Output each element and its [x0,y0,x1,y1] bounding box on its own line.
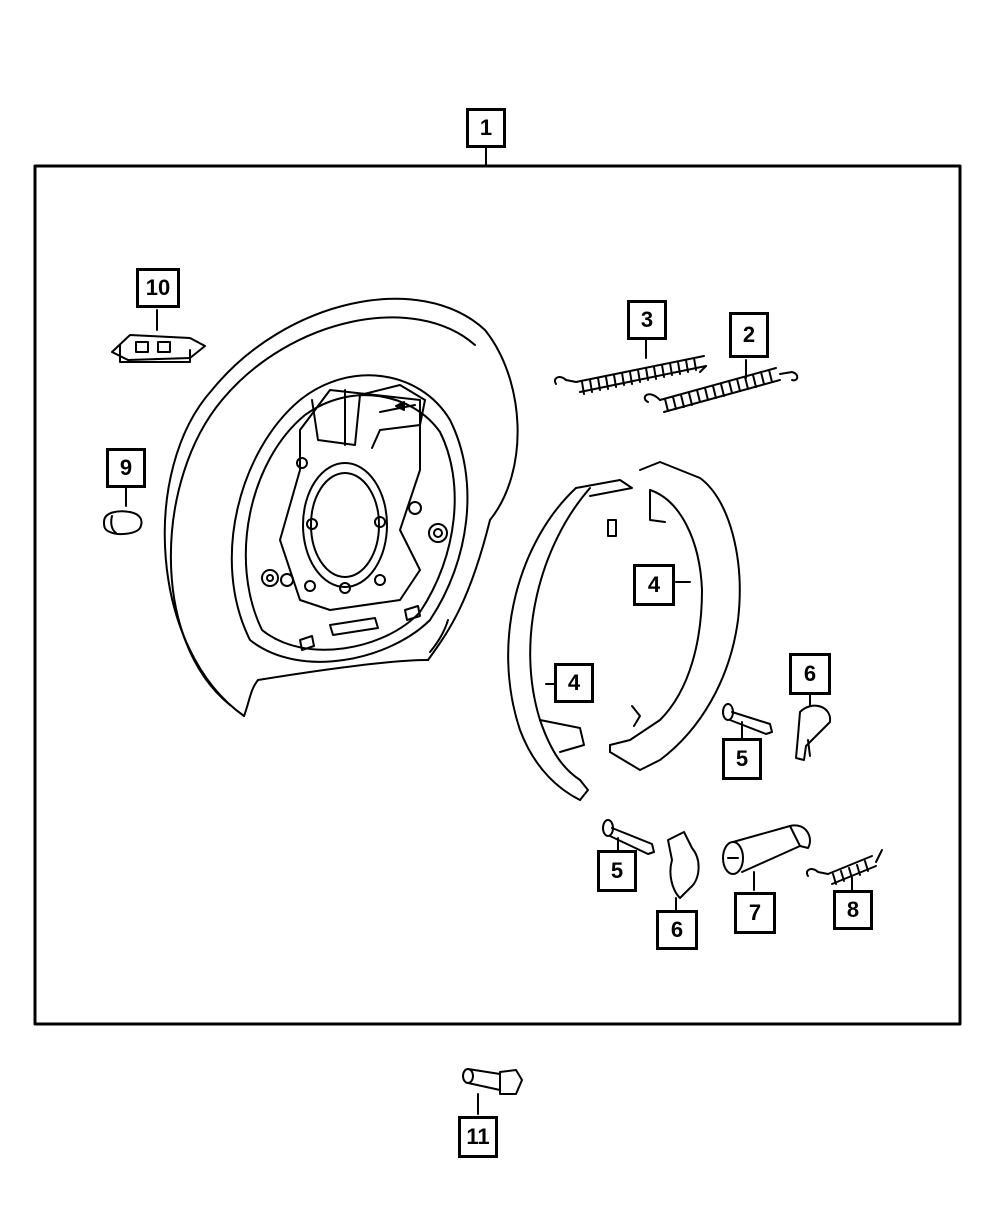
brake-shoe-left-drawing [507,479,633,801]
callout-6-lower: 6 [656,910,698,950]
callout-7: 7 [734,892,776,934]
callout-5-lower: 5 [597,850,637,892]
part-9-drawing [103,487,143,536]
kit-frame [33,164,962,1026]
callout-5-upper: 5 [722,738,762,780]
part-6-lower-drawing [667,831,700,913]
part-3-drawing [554,339,707,395]
callout-11: 11 [458,1116,498,1158]
part-6-upper-drawing [795,691,832,761]
callout-4-right-shoe: 4 [633,564,675,606]
callout-1: 1 [466,108,506,148]
part-8-drawing [806,849,883,891]
brake-shoe-right-drawing [609,461,741,771]
part-7-drawing [722,824,811,891]
part-5-lower-drawing [602,819,655,855]
callout-10: 10 [136,268,180,308]
callout-4-left-shoe: 4 [554,663,594,703]
callout-9: 9 [106,448,146,488]
callout-2: 2 [729,312,769,358]
backing-plate-drawing [163,297,519,717]
callout-6-upper: 6 [789,653,831,695]
part-2-drawing [643,359,799,413]
callout-8: 8 [833,890,873,930]
part-10-drawing [111,309,206,363]
part-11-drawing [462,1068,523,1115]
part-5-upper-drawing [722,703,773,739]
callout-3: 3 [627,300,667,340]
